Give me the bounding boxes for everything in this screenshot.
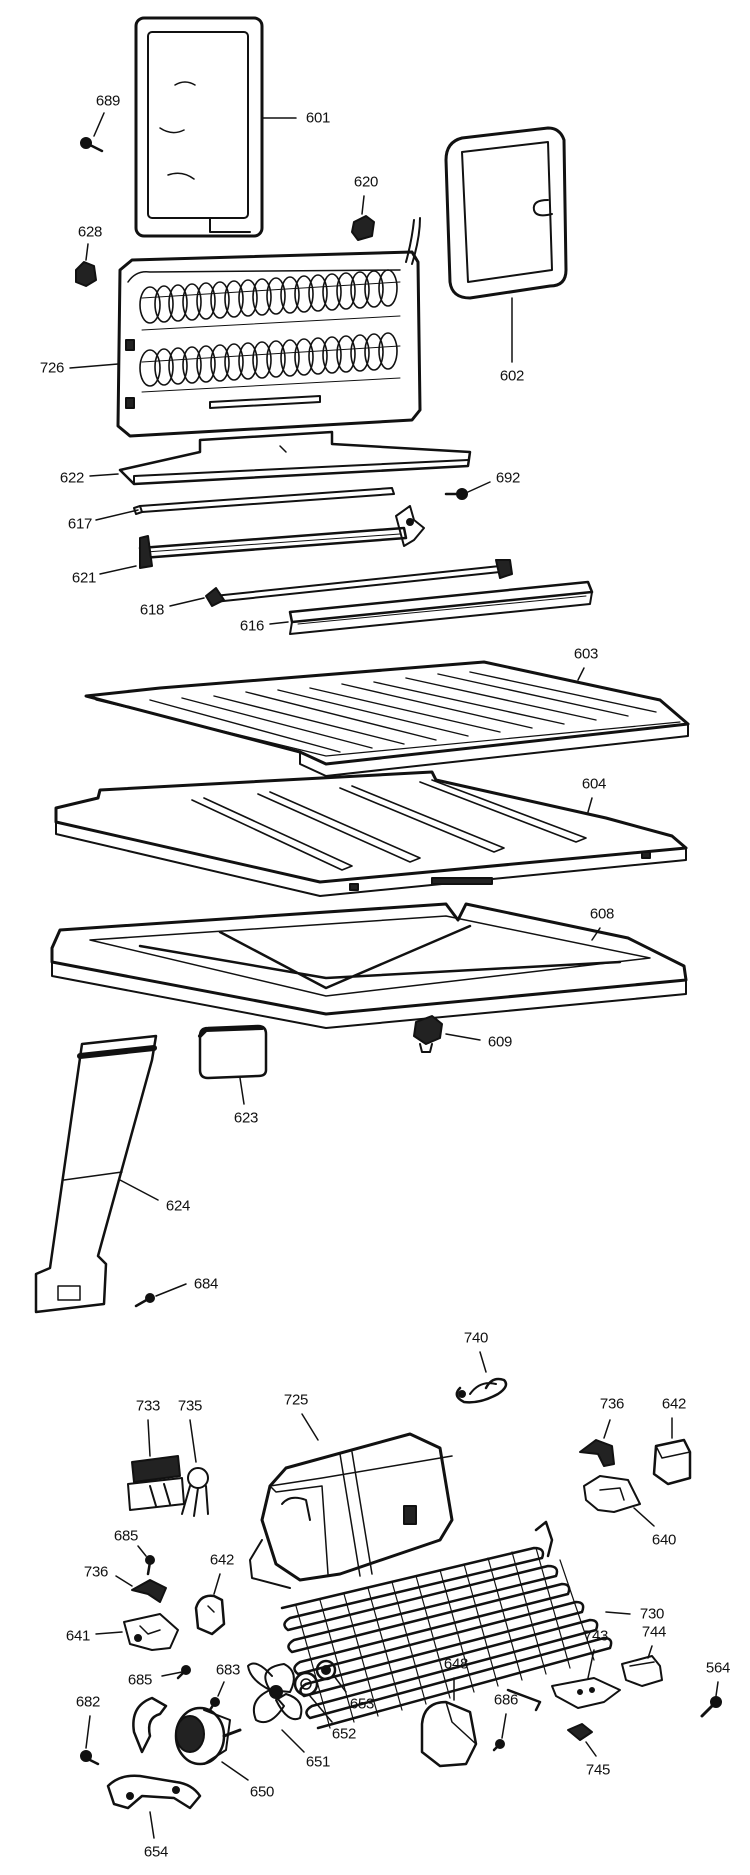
screw-564 bbox=[700, 1696, 722, 1718]
bracket-743 bbox=[551, 1677, 621, 1709]
screw-686 bbox=[492, 1739, 505, 1752]
callout-745: 745 bbox=[585, 1761, 611, 1779]
callout-608: 608 bbox=[589, 905, 615, 923]
compressor-725 bbox=[249, 1432, 454, 1589]
motor-bracket-654 bbox=[106, 1696, 202, 1810]
screw-689 bbox=[80, 137, 104, 153]
callout-617: 617 bbox=[67, 515, 93, 533]
bracket-617 bbox=[133, 487, 395, 515]
callout-601: 601 bbox=[305, 109, 331, 127]
drain-trough-622 bbox=[118, 430, 472, 486]
callout-682: 682 bbox=[75, 1693, 101, 1711]
callout-603: 603 bbox=[573, 645, 599, 663]
callout-652: 652 bbox=[331, 1725, 357, 1743]
callout-684: 684 bbox=[193, 1275, 219, 1293]
callout-744: 744 bbox=[641, 1623, 667, 1641]
screw-684 bbox=[134, 1293, 155, 1308]
callout-564: 564 bbox=[705, 1659, 731, 1677]
callout-683: 683 bbox=[215, 1661, 241, 1679]
callout-628: 628 bbox=[77, 223, 103, 241]
clip-620 bbox=[351, 215, 375, 241]
callout-735: 735 bbox=[177, 1397, 203, 1415]
glass-shelf-604 bbox=[54, 770, 688, 897]
callout-733: 733 bbox=[135, 1397, 161, 1415]
callout-648: 648 bbox=[443, 1655, 469, 1673]
callout-736-lower: 736 bbox=[83, 1563, 109, 1581]
channel-616 bbox=[288, 580, 594, 635]
callout-685-lower: 685 bbox=[127, 1671, 153, 1689]
callout-686: 686 bbox=[493, 1691, 519, 1709]
bracket-736-upper bbox=[579, 1439, 615, 1467]
callout-685-upper: 685 bbox=[113, 1527, 139, 1545]
cover-plate-623 bbox=[198, 1024, 268, 1080]
callout-726: 726 bbox=[39, 359, 65, 377]
evaporator-726 bbox=[116, 217, 422, 438]
callout-623: 623 bbox=[233, 1109, 259, 1127]
overload-735 bbox=[181, 1467, 209, 1517]
crisper-cover-608 bbox=[50, 902, 688, 1029]
callout-616: 616 bbox=[239, 617, 265, 635]
callout-730: 730 bbox=[639, 1605, 665, 1623]
relay-bracket-641 bbox=[123, 1613, 179, 1651]
door-liner-601 bbox=[134, 16, 264, 238]
callout-740: 740 bbox=[463, 1329, 489, 1347]
screw-685-upper bbox=[145, 1555, 155, 1576]
callout-622: 622 bbox=[59, 469, 85, 487]
fan-blade-651 bbox=[247, 1662, 303, 1724]
pad-745 bbox=[567, 1723, 593, 1741]
callout-653: 653 bbox=[349, 1695, 375, 1713]
heater-618 bbox=[205, 559, 513, 607]
screw-682 bbox=[80, 1750, 100, 1766]
callout-641: 641 bbox=[65, 1627, 91, 1645]
callout-604: 604 bbox=[581, 775, 607, 793]
evaporator-cover-602 bbox=[444, 126, 568, 300]
callout-743: 743 bbox=[583, 1627, 609, 1645]
heater-rail-621 bbox=[138, 505, 425, 569]
clip-609 bbox=[413, 1015, 443, 1053]
callout-609: 609 bbox=[487, 1033, 513, 1051]
screw-685-lower bbox=[176, 1665, 191, 1680]
callout-689: 689 bbox=[95, 92, 121, 110]
callout-620: 620 bbox=[353, 173, 379, 191]
fan-shroud-648 bbox=[420, 1700, 478, 1768]
callout-624: 624 bbox=[165, 1197, 191, 1215]
screw-692 bbox=[444, 488, 468, 500]
screw-683 bbox=[208, 1697, 220, 1712]
bracket-744 bbox=[621, 1655, 663, 1687]
bracket-640 bbox=[583, 1475, 641, 1513]
wire-shelf-603 bbox=[84, 660, 690, 777]
condenser-730 bbox=[280, 1520, 613, 1730]
callout-654: 654 bbox=[143, 1843, 169, 1861]
callout-621: 621 bbox=[71, 569, 97, 587]
callout-725: 725 bbox=[283, 1391, 309, 1409]
callout-602: 602 bbox=[499, 367, 525, 385]
callout-651: 651 bbox=[305, 1753, 331, 1771]
callout-640: 640 bbox=[651, 1531, 677, 1549]
relay-733 bbox=[127, 1455, 185, 1511]
callout-642-upper: 642 bbox=[661, 1395, 687, 1413]
callout-650: 650 bbox=[249, 1783, 275, 1801]
bracket-736-lower bbox=[131, 1579, 167, 1603]
nut-653 bbox=[315, 1659, 337, 1681]
washer-652 bbox=[293, 1671, 319, 1697]
callout-736-upper: 736 bbox=[599, 1395, 625, 1413]
callout-618: 618 bbox=[139, 601, 165, 619]
fan-motor-650 bbox=[174, 1706, 242, 1766]
knob-628 bbox=[75, 261, 97, 287]
panel-624 bbox=[34, 1034, 158, 1314]
capacitor-642-lower bbox=[194, 1594, 226, 1636]
callout-642-lower: 642 bbox=[209, 1551, 235, 1569]
spring-740 bbox=[455, 1377, 508, 1404]
callout-692: 692 bbox=[495, 469, 521, 487]
capacitor-642-upper bbox=[652, 1438, 692, 1486]
